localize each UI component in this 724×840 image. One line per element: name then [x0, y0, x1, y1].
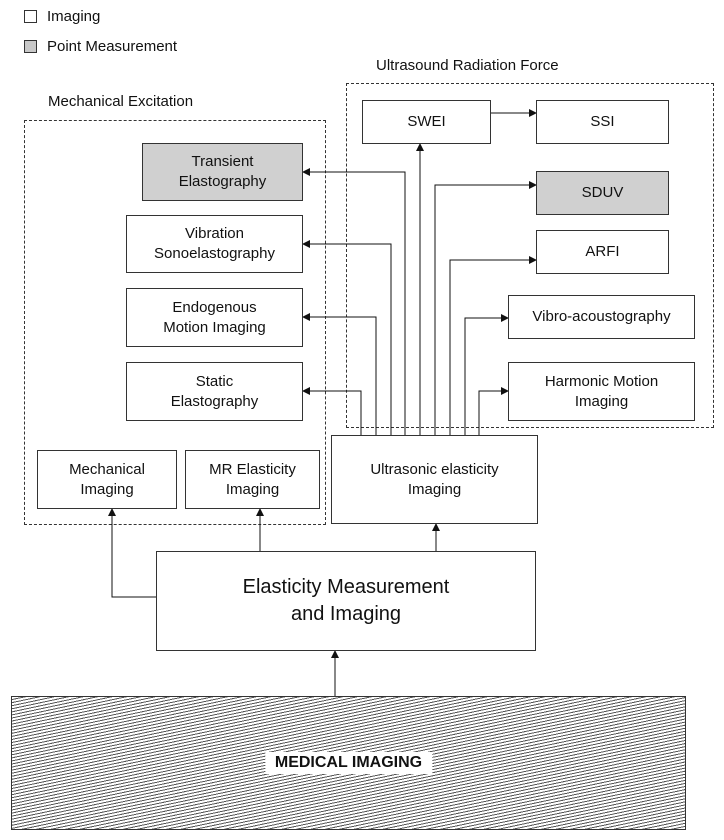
node-swei: SWEI	[362, 100, 491, 144]
group-mechanical-excitation	[24, 120, 326, 525]
legend-imaging: Imaging	[24, 8, 100, 25]
group-ultrasound-radiation-force	[346, 83, 714, 428]
link-ultrasonic-to-vibro	[464, 314, 509, 435]
node-endogenous-motion-imaging: Endogenous Motion Imaging	[126, 288, 303, 347]
link-ultrasonic-to-static	[302, 387, 362, 435]
legend-point-measurement: Point Measurement	[24, 38, 177, 55]
legend-swatch-imaging	[24, 10, 37, 23]
link-ultrasonic-to-transient	[302, 168, 406, 435]
node-static-elastography: Static Elastography	[126, 362, 303, 421]
link-ultrasonic-to-arfi	[449, 256, 537, 435]
legend-label-imaging: Imaging	[47, 8, 101, 25]
node-ssi: SSI	[536, 100, 669, 144]
link-ultrasonic-to-sduv	[434, 181, 537, 435]
link-ultrasonic-to-harmonic	[478, 387, 509, 435]
legend-swatch-point-measurement	[24, 40, 37, 53]
link-ultrasonic-to-vibration	[302, 240, 392, 435]
node-medical-imaging: MEDICAL IMAGING	[11, 696, 686, 830]
node-vibro-acoustography: Vibro-acoustography	[508, 295, 695, 339]
node-mr-elasticity-imaging: MR Elasticity Imaging	[185, 450, 320, 509]
node-sduv: SDUV	[536, 171, 669, 215]
node-vibration-sonoelastography: Vibration Sonoelastography	[126, 215, 303, 273]
node-transient-elastography: Transient Elastography	[142, 143, 303, 201]
node-ultrasonic-elasticity-imaging: Ultrasonic elasticity Imaging	[331, 435, 538, 524]
node-arfi: ARFI	[536, 230, 669, 274]
group-label-mechanical-excitation: Mechanical Excitation	[48, 93, 194, 110]
legend-label-point-measurement: Point Measurement	[47, 38, 178, 55]
node-harmonic-motion-imaging: Harmonic Motion Imaging	[508, 362, 695, 421]
link-emi-to-mechanical	[108, 508, 156, 598]
node-elasticity-measurement-and-imaging: Elasticity Measurement and Imaging	[156, 551, 536, 651]
link-ultrasonic-to-endogenous	[302, 313, 377, 435]
node-mechanical-imaging: Mechanical Imaging	[37, 450, 177, 509]
group-label-ultrasound-radiation-force: Ultrasound Radiation Force	[376, 57, 559, 74]
medical-imaging-label: MEDICAL IMAGING	[264, 752, 433, 774]
